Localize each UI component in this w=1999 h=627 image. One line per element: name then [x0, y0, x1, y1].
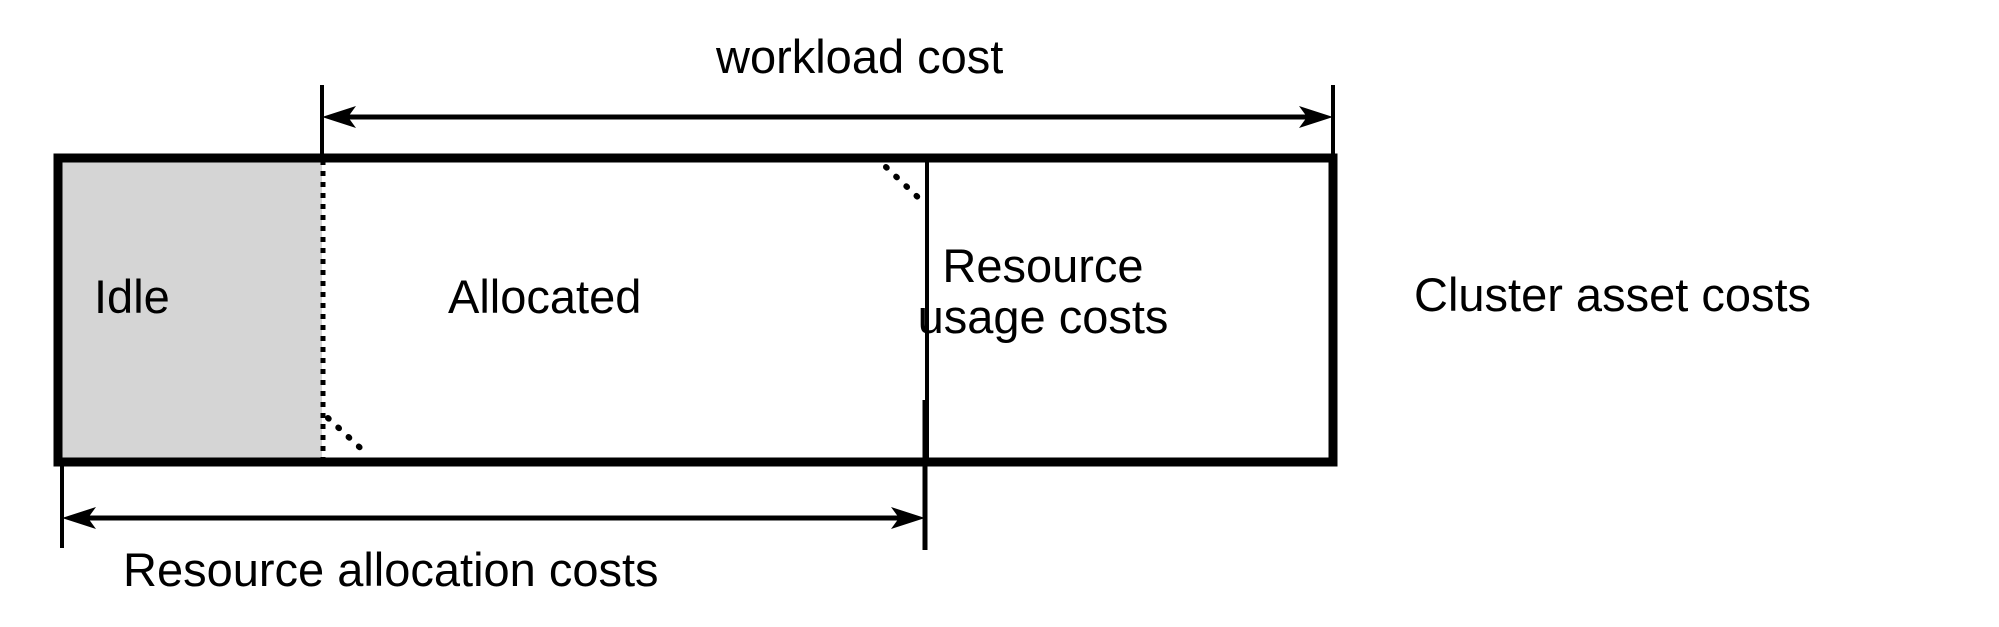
bar-outline [53, 153, 1338, 467]
segment-label-resource-usage-line-2: usage costs [917, 289, 1169, 343]
segment-allocated-fill [322, 158, 927, 462]
measure-label-resource-allocation-costs: Resource allocation costs [123, 543, 659, 596]
arrowhead-left [322, 106, 356, 128]
diagram-title-cluster-asset-costs: Cluster asset costs [1414, 268, 1812, 321]
segment-label-resource-usage-line-1: Resource [942, 239, 1144, 292]
arrowhead-right [1299, 106, 1333, 128]
segment-label-allocated: Allocated [448, 270, 642, 323]
segment-resource-usage-fill [927, 158, 1333, 462]
segment-idle-fill [58, 158, 322, 462]
measure-label-workload-cost: workload cost [716, 30, 1004, 83]
segment-label-idle: Idle [94, 270, 170, 323]
resource-allocation-costs-arrow [62, 507, 925, 529]
dotted-diagonal-bottom [325, 415, 371, 458]
workload-cost-arrow [322, 106, 1333, 128]
arrowhead-right [891, 507, 925, 529]
dotted-diagonal-top [883, 164, 927, 206]
arrowhead-left [62, 507, 96, 529]
